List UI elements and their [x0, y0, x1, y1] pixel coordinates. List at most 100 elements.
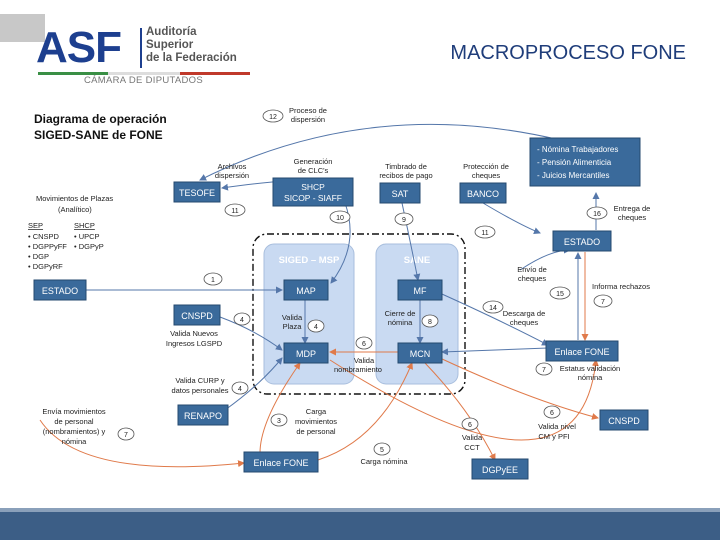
siged-label: SIGED – MSP: [279, 255, 340, 266]
label-carga-movs: Carga: [306, 407, 327, 416]
arrow-proteccion: [482, 202, 541, 235]
step-number: 6: [468, 422, 472, 429]
step-badge-12: [262, 109, 284, 123]
step-number: 4: [314, 324, 318, 331]
step-badge-9: [394, 212, 414, 226]
step-number: 7: [124, 432, 128, 439]
step-number: 1: [211, 277, 215, 284]
step-badge-11b: [474, 225, 496, 239]
step-badge-14: [482, 300, 504, 314]
node-mdp-label: MDP: [296, 349, 316, 359]
sane-label: SANE: [404, 255, 430, 266]
label-cierre: Cierre de: [385, 309, 416, 318]
node-mf: [397, 279, 443, 301]
label-valida-nombramiento: Valida: [354, 356, 375, 365]
arrow-renapo-mdp: [224, 357, 283, 411]
label-descarga: cheques: [510, 318, 539, 327]
node-renapo-label: RENAPO: [184, 411, 222, 421]
step-number: 11: [231, 208, 238, 215]
footer-band: [0, 512, 720, 540]
label-proceso: dispersión: [291, 115, 325, 124]
label-valida-curp: datos personales: [171, 386, 228, 395]
diagram-title: Diagrama de operación SIGED-SANE de FONE: [34, 111, 167, 143]
step-number: 3: [277, 418, 281, 425]
node-estado-left-label: ESTADO: [42, 286, 78, 296]
label-envio: Envío de: [517, 265, 547, 274]
node-estado-left: [33, 279, 87, 301]
node-mf-label: MF: [414, 286, 427, 296]
systems-frame: [252, 233, 466, 395]
step-number: 7: [601, 299, 605, 306]
list-box-item: - Juicios Mercantiles: [537, 171, 609, 180]
step-badges: 12 11 10 9 11 16 1 15 7 14 4 4 8 6 4 7 3…: [117, 109, 613, 456]
step-number: 16: [593, 211, 601, 218]
diagram-title-line-1: Diagrama de operación: [34, 112, 167, 126]
label-timbrado: Timbrado de: [385, 162, 427, 171]
corner-tab: [0, 14, 45, 42]
label-carga-nomina: Carga nómina: [360, 457, 408, 466]
label-estatus: nómina: [578, 373, 603, 382]
logo-line-3: de la Federación: [146, 52, 237, 64]
step-badge-7a: [593, 294, 613, 308]
node-renapo: [177, 404, 229, 426]
left-list-item: • DGPyRF: [28, 262, 63, 271]
left-list: Movimientos de Plazas (Analítico) SEP • …: [28, 194, 113, 271]
left-list-col1-header: SEP: [28, 221, 43, 230]
label-proteccion: cheques: [472, 171, 501, 180]
step-badge-7c: [535, 362, 553, 376]
step-badge-3: [270, 413, 288, 427]
left-list-item: • DGP: [28, 252, 49, 261]
step-number: 10: [336, 215, 344, 222]
list-box-item: - Pensión Alimenticia: [537, 158, 612, 167]
node-cnspd-left-label: CNSPD: [181, 311, 213, 321]
diagram-title-line-2: SIGED-SANE de FONE: [34, 128, 163, 142]
left-list-item: • DGPyP: [74, 242, 104, 251]
node-mdp: [283, 342, 329, 364]
node-map: [283, 279, 329, 301]
step-badge-4c: [231, 381, 249, 395]
step-badge-1: [203, 272, 223, 286]
node-dgpyee-label: DGPyEE: [482, 465, 518, 475]
label-archivos: Archivos: [218, 162, 247, 171]
node-map-label: MAP: [296, 286, 316, 296]
node-banco: [459, 182, 507, 204]
left-list-item: • UPCP: [74, 232, 100, 241]
node-cnspd-left: [173, 304, 221, 326]
label-archivos: dispersión: [215, 171, 249, 180]
arrow-estatus: [329, 359, 599, 441]
arrow-descarga: [432, 289, 549, 346]
node-sat-label: SAT: [392, 189, 409, 199]
logo-divider: [140, 28, 142, 68]
step-badge-7b: [117, 427, 135, 441]
node-enlace-bottom-label: Enlace FONE: [253, 458, 308, 468]
step-number: 7: [542, 367, 546, 374]
logo-stripe: [38, 72, 250, 75]
node-shcp-label-1: SHCP: [301, 182, 325, 192]
left-list-title: Movimientos de Plazas: [36, 194, 113, 203]
step-badge-15: [549, 286, 571, 300]
label-envio: cheques: [518, 274, 547, 283]
node-dgpyee: [471, 458, 529, 480]
label-carga-movs: movimientos: [295, 417, 337, 426]
step-badge-4a: [233, 312, 251, 326]
arrow-carga-nomina: [317, 362, 413, 461]
node-cnspd-right-label: CNSPD: [608, 416, 640, 426]
arrow-envia-movs: [39, 419, 245, 468]
left-list-item: • CNSPD: [28, 232, 60, 241]
step-number: 5: [380, 447, 384, 454]
label-cierre: nómina: [388, 318, 413, 327]
label-descarga: Descarga de: [503, 309, 546, 318]
step-number: 4: [238, 386, 242, 393]
label-timbrado: recibos de pago: [379, 171, 432, 180]
arrow-carga-movs: [259, 362, 301, 454]
node-tesofe: [173, 181, 221, 203]
step-badge-6: [355, 336, 373, 350]
node-banco-label: BANCO: [467, 189, 499, 199]
node-enlace-right: [545, 340, 619, 362]
step-badge-4b: [307, 319, 325, 333]
step-number: 14: [489, 305, 497, 312]
logo-line-1: Auditoría: [146, 26, 197, 38]
label-valida-nivel: Valida nivel: [538, 422, 576, 431]
step-badge-6b: [461, 417, 479, 431]
